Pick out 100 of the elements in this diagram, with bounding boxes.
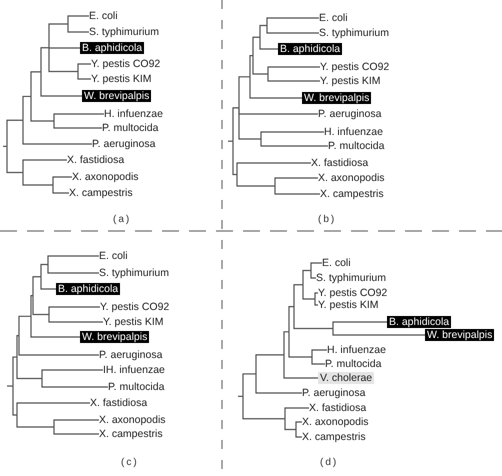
taxon-label: S. typhimurium: [89, 26, 160, 38]
taxon-label: Y. pestis KIM: [320, 75, 380, 87]
tree-branch-line: [293, 306, 333, 330]
taxon-label: X. fastidiosa: [311, 157, 368, 169]
taxon-label: S. typhimurium: [316, 272, 386, 284]
tree-branch-line: [232, 107, 239, 142]
taxon-label: X. axonopodis: [318, 172, 385, 184]
tree-branch-line: [314, 299, 318, 306]
tree-branch-line: [242, 396, 285, 420]
tree-branch-line: [236, 162, 311, 174]
tree-branch-line: [252, 36, 260, 56]
highlighted-taxon-label: W. brevipalpis: [80, 331, 150, 343]
taxon-label: S. typhimurium: [319, 27, 390, 39]
tree-branch-line: [266, 26, 319, 34]
tree-branch-line: [41, 369, 103, 378]
tree-branch-line: [6, 120, 23, 146]
tree-branch-line: [259, 37, 278, 50]
tree-branch-line: [267, 74, 320, 82]
taxon-label: X. campestris: [99, 428, 163, 440]
tree-branch-line: [288, 306, 294, 332]
tree-branch-line: [67, 24, 89, 33]
tree-branch-line: [18, 316, 31, 336]
tree-branch-line: [67, 15, 89, 24]
highlighted-taxon-label: W. brevipalpis: [425, 329, 494, 341]
tree-branch-line: [32, 276, 41, 296]
taxon-label: P. multocida: [108, 381, 164, 393]
taxon-label: H. infuenzae: [324, 126, 383, 138]
tree-branch-line: [242, 373, 256, 396]
shaded-taxon-label: V. cholerae: [318, 372, 374, 384]
taxon-label: E. coli: [99, 250, 128, 262]
tree-branch-line: [238, 396, 243, 397]
tree-branch-line: [293, 284, 303, 307]
tree-branch-line: [77, 63, 91, 72]
tree-branch-line: [30, 71, 41, 96]
tree-branch-line: [332, 321, 387, 328]
tree-branch-line: [283, 354, 318, 379]
taxon-label: E. coli: [322, 257, 351, 269]
taxon-label: S. typhimurium: [99, 267, 170, 279]
taxon-label: X. campestris: [320, 188, 384, 200]
tree-branch-line: [12, 356, 17, 386]
taxon-label: P. multocida: [328, 140, 384, 152]
tree-branch-line: [16, 402, 90, 415]
taxon-label: IH. infuenzae: [103, 364, 165, 376]
tree-branch-line: [295, 430, 302, 438]
tree-branch-line: [302, 284, 315, 300]
taxon-label: P. aeruginosa: [302, 387, 366, 399]
highlighted-taxon-label: B. aphidicola: [387, 316, 452, 328]
tree-branch-line: [48, 23, 68, 48]
taxon-label: X. axonopodis: [302, 416, 369, 428]
taxon-label: E. coli: [89, 10, 118, 22]
tree-branch-line: [249, 76, 302, 99]
taxon-label: X. fastidiosa: [67, 154, 124, 166]
tree-branch-line: [7, 385, 13, 387]
tree-branch-line: [288, 332, 312, 358]
highlighted-taxon-label: B. aphidicola: [278, 43, 342, 55]
tree-branch-line: [48, 314, 103, 323]
taxon-label: P. multocida: [102, 122, 158, 134]
tree-branch-line: [40, 264, 48, 277]
highlighted-taxon-label: B. aphidicola: [80, 42, 144, 54]
tree-branch-line: [40, 47, 49, 72]
tree-branch-line: [274, 177, 318, 186]
tree-branch-line: [302, 270, 311, 285]
taxon-label: X. campestris: [69, 187, 133, 199]
tree-branch-line: [255, 354, 284, 374]
tree-branch-line: [16, 335, 19, 358]
tree-branch-line: [48, 48, 78, 72]
taxon-label: Y. pestis KIM: [103, 316, 164, 328]
tree-branch-line: [53, 427, 99, 435]
tree-branch-line: [283, 331, 289, 355]
taxon-label: Y. pestis CO92: [100, 301, 170, 313]
tree-branch-line: [32, 296, 49, 316]
tree-branch-line: [238, 76, 250, 108]
taxon-label: Y. pestis KIM: [318, 299, 378, 311]
panel-label: (d): [320, 457, 338, 469]
tree-branch-line: [260, 139, 328, 147]
tree-branch-line: [48, 306, 100, 314]
highlighted-taxon-label: B. aphidicola: [56, 283, 120, 295]
tree-branch-line: [311, 357, 325, 365]
tree-branch-line: [255, 374, 302, 394]
taxon-label: P. multocida: [325, 358, 382, 370]
tree-branch-line: [266, 17, 319, 26]
tree-branch-line: [41, 378, 108, 388]
tree-branch-line: [16, 357, 42, 380]
tree-branch-line: [52, 185, 69, 194]
tree-branch-line: [53, 419, 99, 427]
tree-branch-line: [332, 328, 425, 336]
tree-branch-line: [12, 386, 17, 416]
taxon-label: E. coli: [319, 12, 348, 24]
tree-branch-line: [295, 421, 302, 430]
tree-branch-line: [249, 55, 253, 77]
taxon-label: H. infuenzae: [327, 344, 386, 356]
tree-branch-line: [53, 113, 104, 121]
taxon-label: X. campestris: [302, 431, 366, 443]
taxon-label: P. aeruginosa: [99, 349, 162, 361]
tree-branch-line: [53, 121, 102, 129]
tree-branch-line: [30, 295, 33, 316]
tree-branch-line: [3, 146, 7, 147]
tree-branch-line: [22, 159, 67, 172]
tree-branch-line: [311, 349, 327, 357]
tree-branch-line: [52, 176, 72, 185]
